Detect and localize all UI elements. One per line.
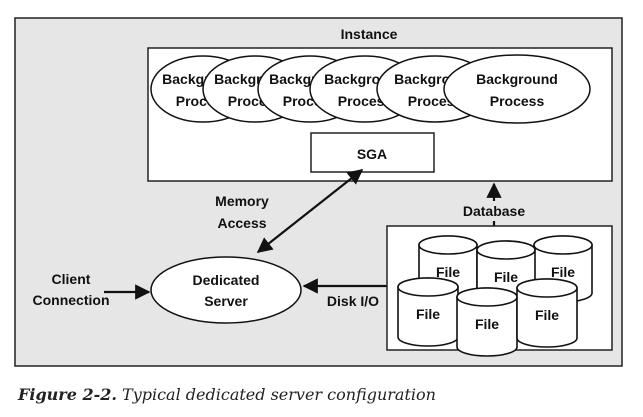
- database-label-backing: [458, 201, 530, 221]
- file-label: File: [551, 264, 575, 280]
- svg-text:Process: Process: [490, 93, 545, 109]
- database-file: File: [397, 277, 459, 347]
- instance-label: Instance: [341, 26, 398, 42]
- figure-caption-text: Typical dedicated server configuration: [122, 385, 436, 404]
- file-label: File: [436, 264, 460, 280]
- client-connection-label: Client: [52, 271, 91, 287]
- dedicated-server-label: Dedicated: [193, 272, 260, 288]
- database-file: File: [456, 287, 518, 357]
- database-file: File: [516, 278, 578, 348]
- background-process-group: Background Process Background Process Ba…: [150, 54, 591, 124]
- figure-caption-label: Figure 2-2.: [18, 385, 117, 404]
- file-label: File: [535, 307, 559, 323]
- figure-caption: Figure 2-2. Typical dedicated server con…: [18, 385, 436, 404]
- disk-io-label: Disk I/O: [327, 293, 379, 309]
- memory-access-arrow: [256, 169, 364, 253]
- memory-access-label: Memory: [215, 193, 269, 209]
- database-label: Database: [463, 203, 525, 219]
- sga-label: SGA: [357, 146, 387, 162]
- file-label: File: [416, 306, 440, 322]
- file-label: File: [475, 316, 499, 332]
- server-configuration-diagram: Instance Background Process Background P…: [14, 17, 623, 367]
- client-connection-label-line-2: Connection: [33, 292, 110, 308]
- background-process: Background Process: [443, 54, 591, 124]
- dedicated-server: [150, 256, 302, 324]
- file-label: File: [494, 269, 518, 285]
- memory-access-label-line-2: Access: [217, 215, 266, 231]
- dedicated-server-label-line-2: Server: [204, 293, 248, 309]
- sga-box: [310, 132, 435, 173]
- svg-text:Background: Background: [476, 71, 558, 87]
